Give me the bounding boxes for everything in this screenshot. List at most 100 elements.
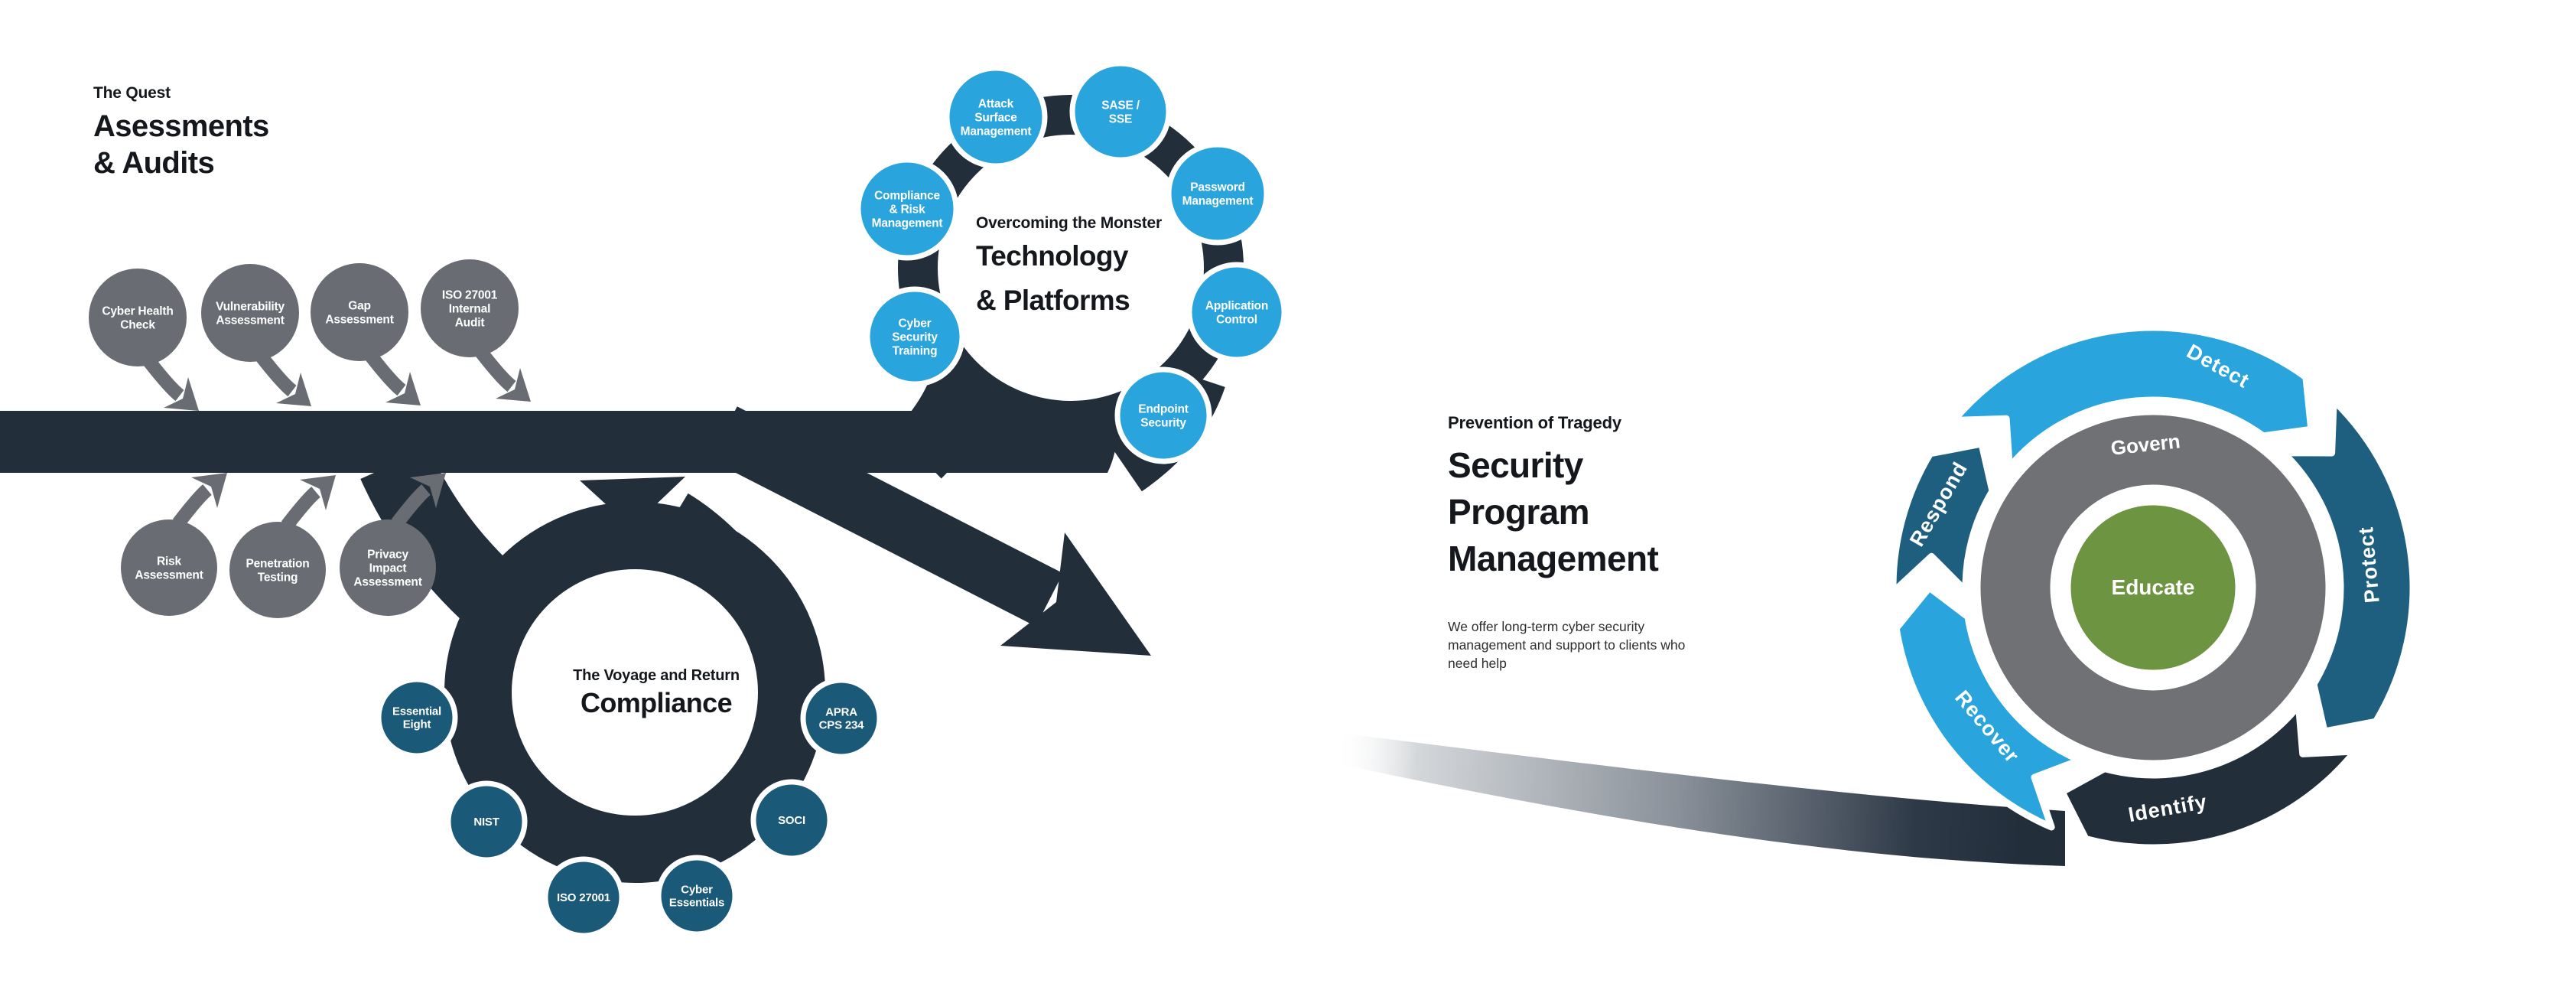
forward-arrow-shaft bbox=[710, 406, 1063, 627]
bubble-arrow-tail bbox=[255, 351, 297, 397]
bubble-arrow-tail bbox=[281, 487, 320, 530]
bubble-circle bbox=[311, 263, 408, 361]
bubble-circle bbox=[750, 779, 833, 861]
program-title: Security Program Management bbox=[1448, 445, 1659, 578]
cycle-segment-detect bbox=[1950, 324, 2315, 471]
bubble-circle bbox=[89, 269, 187, 366]
quest-text-block: The Quest Asessments & Audits bbox=[93, 84, 369, 181]
bubble-arrow-tail bbox=[364, 350, 406, 396]
program-eyebrow: Prevention of Tragedy bbox=[1448, 413, 1621, 432]
bubble-arrow-tail bbox=[474, 347, 516, 392]
govern-ring bbox=[1980, 415, 2326, 760]
compliance-text-block: The Voyage and Return Compliance bbox=[519, 667, 794, 720]
bubble-arrow-head bbox=[191, 473, 227, 508]
bubble-circle bbox=[376, 676, 458, 759]
bubble-circle bbox=[800, 677, 883, 760]
compliance-ring bbox=[444, 502, 825, 883]
bubble-circle bbox=[1114, 366, 1212, 464]
bubble-circle bbox=[421, 259, 519, 357]
bubble-circle bbox=[864, 286, 965, 387]
quest-title: Asessments & Audits bbox=[93, 109, 269, 180]
quest-eyebrow: The Quest bbox=[93, 84, 171, 102]
bubble-circle bbox=[944, 65, 1048, 169]
bubble-circle bbox=[855, 157, 959, 261]
program-text-block: Prevention of Tragedy Security Program M… bbox=[1448, 413, 1738, 672]
compliance-eyebrow: The Voyage and Return bbox=[573, 667, 740, 684]
road-band bbox=[0, 411, 1117, 473]
bubble-label-sase-sse: SASE /SSE bbox=[1101, 99, 1140, 125]
bubble-label-soci: SOCI bbox=[778, 814, 805, 827]
bubble-nist: NIST bbox=[445, 780, 528, 863]
bubble-arrow-tail bbox=[142, 356, 184, 402]
bubble-circle bbox=[1186, 262, 1287, 363]
bubble-arrow-head bbox=[385, 372, 421, 405]
educate-label: Educate bbox=[2112, 575, 2195, 599]
compliance-title: Compliance bbox=[580, 687, 733, 718]
bubble-arrow-head bbox=[276, 373, 311, 406]
bubble-arrow-tail bbox=[172, 484, 212, 528]
identify-tail-swoosh bbox=[1332, 732, 2065, 866]
forward-arrowhead bbox=[1000, 532, 1151, 656]
bubble-label-nist: NIST bbox=[473, 816, 499, 829]
bubble-label-iso-27001: ISO 27001 bbox=[557, 891, 610, 904]
technology-title: Technology & Platforms bbox=[976, 240, 1130, 316]
security-cycle: DetectProtectIdentifyRecoverRespondGover… bbox=[1889, 324, 2417, 852]
bubble-arrow-head bbox=[164, 377, 199, 411]
bubble-circle bbox=[1069, 60, 1172, 163]
bubble-soci: SOCI bbox=[750, 779, 833, 861]
technology-eyebrow: Overcoming the Monster bbox=[976, 214, 1162, 232]
bubble-circle bbox=[542, 856, 625, 939]
educate-circle bbox=[2060, 495, 2246, 680]
program-description: We offer long-term cyber security manage… bbox=[1448, 619, 1686, 671]
bubble-arrow-head bbox=[496, 368, 531, 402]
bubble-iso-27001: ISO 27001 bbox=[542, 856, 625, 939]
bubble-circle bbox=[1166, 142, 1270, 246]
bubble-circle bbox=[121, 519, 217, 616]
cycle-segment-respond bbox=[1889, 440, 1996, 596]
bubble-circle bbox=[340, 519, 436, 616]
bubble-circle bbox=[445, 780, 528, 863]
technology-text-block: Overcoming the Monster Technology & Plat… bbox=[976, 214, 1205, 323]
cycle-segment-recover bbox=[1892, 584, 2083, 831]
bubble-circle bbox=[201, 264, 299, 362]
cycle-segment-identify bbox=[2058, 702, 2359, 852]
bubble-arrow-head bbox=[300, 475, 336, 510]
bubble-circle bbox=[229, 522, 326, 618]
bubble-arrow-tail bbox=[391, 484, 431, 528]
compliance-descent bbox=[360, 448, 513, 620]
